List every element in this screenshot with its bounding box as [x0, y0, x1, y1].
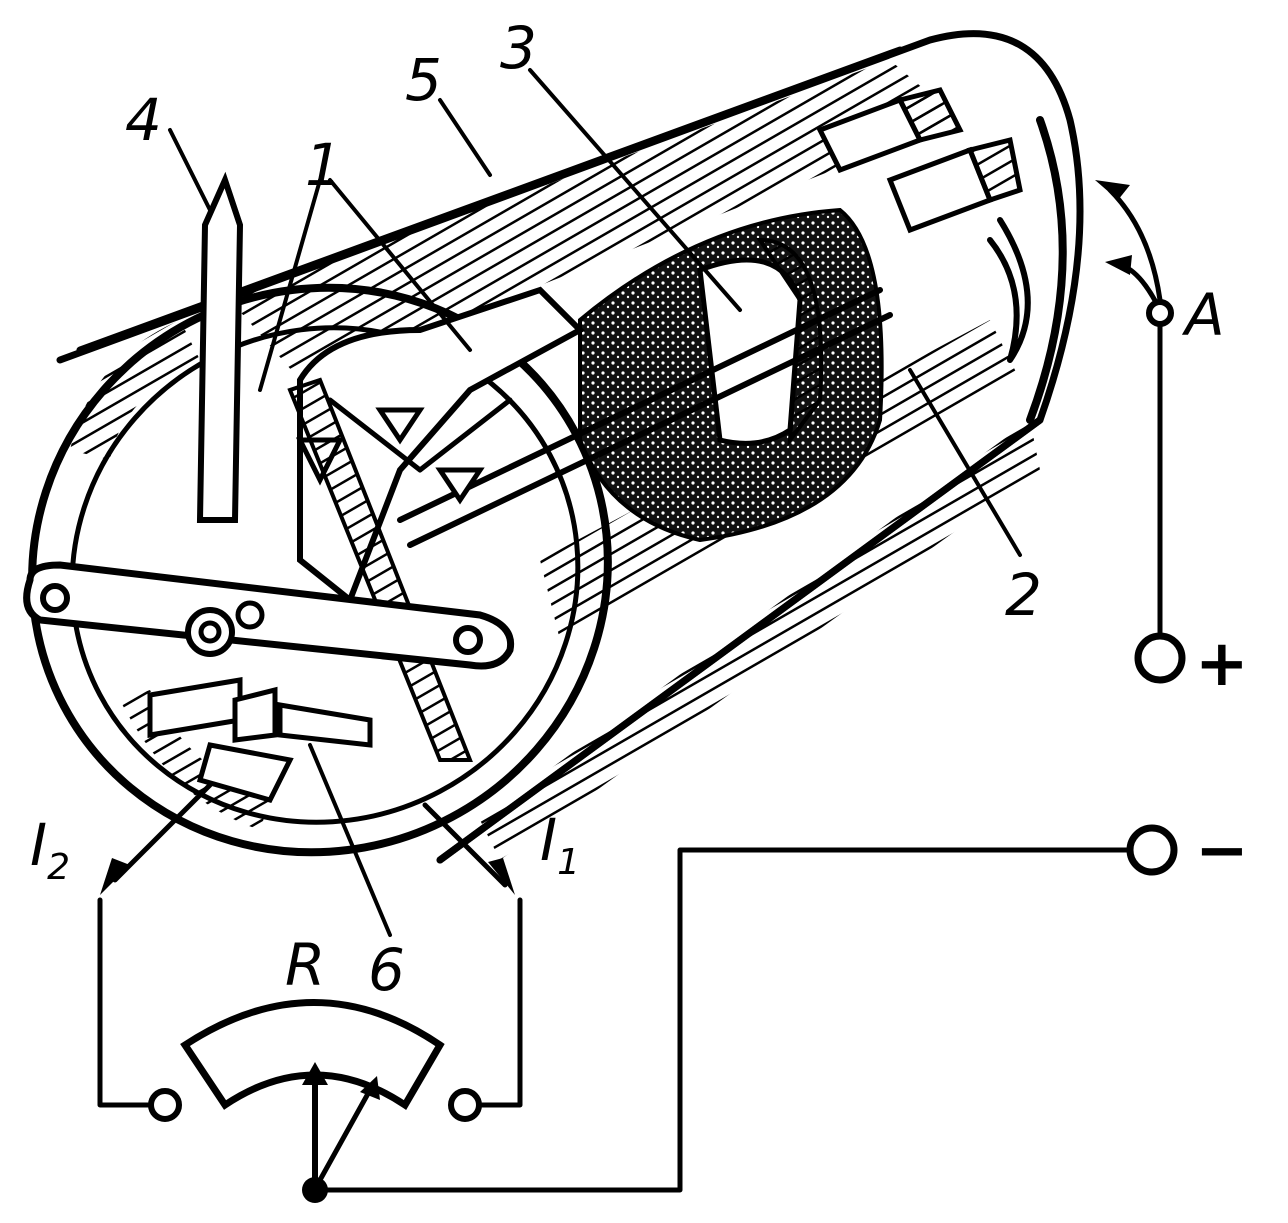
terminal-a [1146, 299, 1174, 327]
label-current-2: I2 [30, 811, 70, 888]
terminal-minus [1126, 824, 1178, 876]
shaft [397, 287, 893, 548]
label-minus: − [1195, 814, 1249, 888]
terminals [1126, 299, 1186, 876]
label-terminal-a: A [1181, 281, 1225, 349]
contact-block [147, 677, 373, 803]
pointer-needle [196, 171, 244, 523]
label-part-6: 6 [368, 936, 405, 1004]
label-part-2: 2 [1005, 561, 1042, 629]
current-leads [100, 782, 515, 895]
coil-frame [287, 286, 585, 762]
lever-arm [23, 561, 515, 670]
label-resistor: R [285, 931, 325, 999]
rotor-coil [578, 207, 884, 543]
label-part-1: 1 [305, 131, 342, 199]
terminal-plus [1134, 632, 1186, 684]
circuit-wiring [97, 180, 1163, 1193]
leader-lines [168, 68, 1022, 937]
label-current-1: I1 [540, 806, 580, 883]
rheostat [180, 999, 445, 1203]
brushes [816, 87, 1031, 363]
label-part-5: 5 [405, 46, 442, 114]
label-part-3: 3 [500, 14, 537, 82]
label-part-4: 4 [125, 86, 162, 154]
label-plus: + [1195, 627, 1249, 701]
